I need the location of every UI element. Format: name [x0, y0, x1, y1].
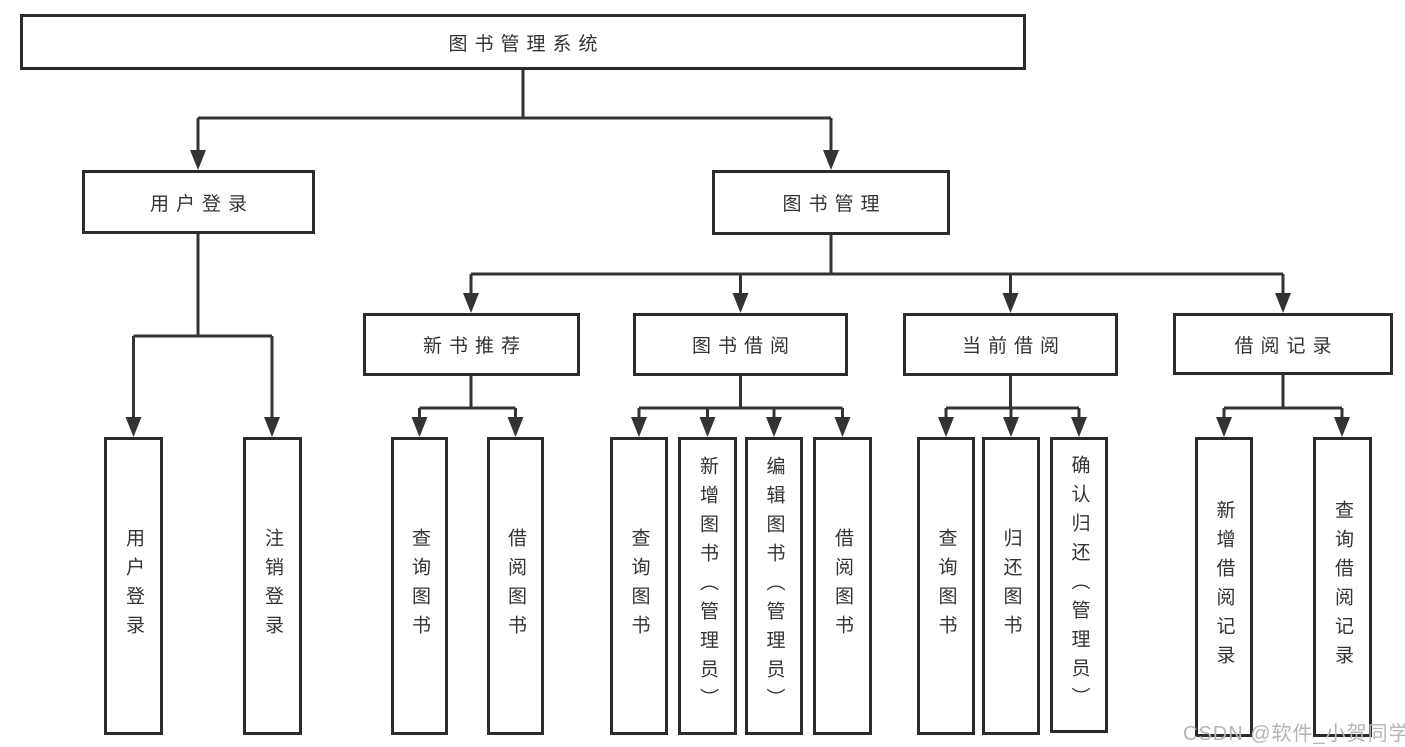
leaf-current-query-books: 查询图书 [917, 437, 975, 735]
connector-root-to-level2 [190, 68, 839, 170]
leaf-edit-book-admin: 编辑图书（管理员） [745, 437, 803, 735]
node-book-borrow: 图书借阅 [633, 313, 848, 376]
leaf-add-book-admin: 新增图书（管理员） [678, 437, 737, 735]
connector-bookborrow-to-leaves [631, 376, 851, 437]
connector-borrowrecords-to-leaves [1216, 375, 1350, 437]
leaf-borrow-query-books: 查询图书 [610, 437, 668, 735]
leaf-borrow-books: 借阅图书 [813, 437, 872, 735]
node-root-system: 图书管理系统 [20, 14, 1026, 70]
connector-newbookrec-to-leaves [411, 376, 524, 437]
node-user-login-group: 用户登录 [82, 170, 315, 234]
csdn-watermark: CSDN @软件_小贺同学 [1183, 723, 1405, 745]
leaf-logout: 注销登录 [243, 437, 302, 735]
leaf-recommend-query-books: 查询图书 [391, 437, 448, 735]
node-current-borrow: 当前借阅 [903, 313, 1118, 376]
leaf-user-login: 用户登录 [104, 437, 163, 735]
connector-bookmgmt-to-level3 [463, 235, 1291, 313]
leaf-recommend-borrow-books: 借阅图书 [487, 437, 544, 735]
connector-userlogin-to-leaves [125, 233, 280, 437]
leaf-confirm-return-admin: 确认归还（管理员） [1050, 437, 1108, 733]
connector-currentborrow-to-leaves [938, 376, 1087, 437]
node-book-management: 图书管理 [712, 170, 950, 235]
leaf-return-books: 归还图书 [982, 437, 1040, 735]
node-new-book-recommend: 新书推荐 [363, 313, 580, 376]
leaf-query-borrow-record: 查询借阅记录 [1313, 437, 1372, 737]
node-borrow-records: 借阅记录 [1173, 313, 1393, 375]
leaf-add-borrow-record: 新增借阅记录 [1195, 437, 1253, 737]
